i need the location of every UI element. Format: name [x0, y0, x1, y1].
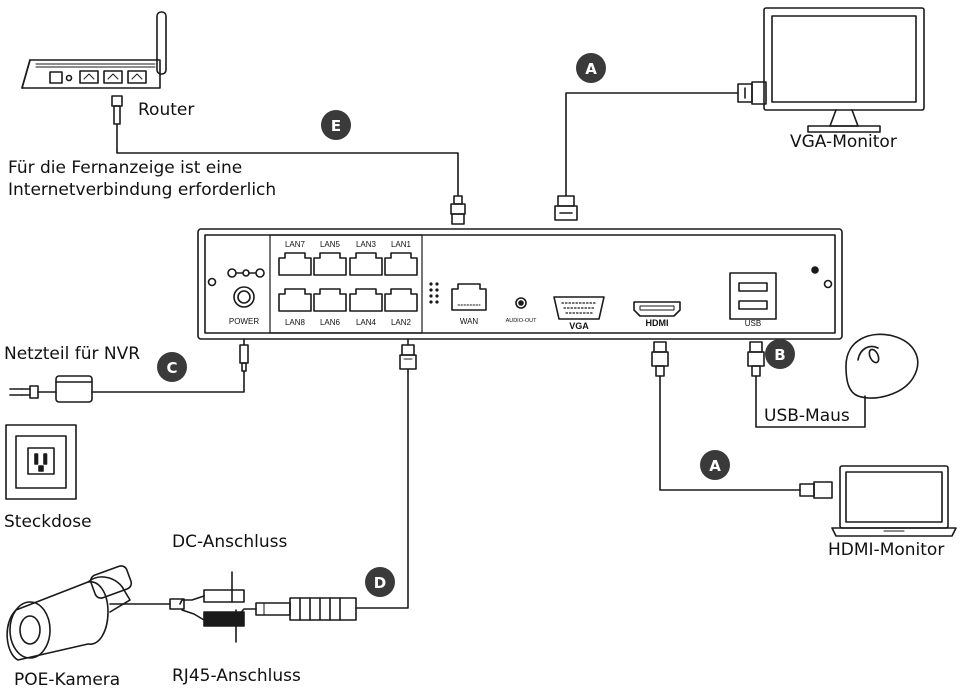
badge-vga-cable-letter: A [585, 60, 597, 78]
badge-vga-cable [576, 53, 606, 83]
badge-usb-letter: B [774, 346, 785, 364]
audio-out-label: AUDIO-OUT [506, 318, 538, 324]
hdmi-monitor-plug [799, 481, 833, 499]
router-cable-plug [450, 195, 466, 225]
badge-hdmi-cable-letter: A [709, 457, 721, 475]
usb-mouse-icon [845, 333, 919, 399]
vga-port-label: VGA [569, 321, 589, 331]
usb-cable-plug [747, 341, 765, 377]
badge-power [157, 352, 187, 382]
lan-label-bottom-0: LAN8 [285, 318, 306, 327]
hdmi-port [633, 301, 681, 317]
rj45-coupler [255, 597, 357, 621]
usb-cable [755, 375, 866, 428]
router-icon [21, 11, 167, 151]
usb-mouse-label: USB-Maus [764, 406, 850, 426]
lan-label-bottom-2: LAN4 [356, 318, 377, 327]
lan-label-top-2: LAN3 [356, 240, 377, 249]
badge-usb [765, 339, 795, 369]
power-supply-label: Netzteil für NVR [4, 344, 141, 364]
lan-port-top-1 [313, 252, 347, 276]
usb-port [729, 272, 777, 320]
vga-monitor-icon [737, 7, 925, 133]
dc-port-label: DC-Anschluss [172, 532, 288, 552]
hdmi-monitor-label: HDMI-Monitor [828, 540, 945, 560]
lan-port-bottom-3 [384, 288, 418, 312]
lan-port-top-2 [349, 252, 383, 276]
hdmi-monitor-icon [831, 465, 957, 537]
lan-port-bottom-0 [278, 288, 312, 312]
nvr-recorder [197, 228, 843, 340]
poe-camera-label: POE-Kamera [14, 670, 121, 690]
lan-port-top-3 [384, 252, 418, 276]
lan-label-top-3: LAN1 [391, 240, 412, 249]
lan-port-bottom-1 [313, 288, 347, 312]
camera-cable [355, 368, 409, 609]
audio-out-port [515, 297, 527, 309]
rj45-port-label: RJ45-Anschluss [172, 666, 301, 686]
outlet-label: Steckdose [4, 512, 92, 532]
indicator-leds [429, 282, 439, 304]
camera-pigtail [109, 571, 257, 643]
badge-router-letter: E [331, 117, 341, 135]
hdmi-cable [659, 375, 801, 491]
wan-port-label: WAN [460, 317, 479, 326]
remote-note-line1: Für die Fernanzeige ist eine [8, 158, 243, 178]
poe-camera-icon [6, 565, 133, 661]
router-label: Router [138, 100, 195, 120]
hdmi-cable-plug [651, 341, 669, 377]
badge-hdmi-cable [700, 450, 730, 480]
vga-monitor-label: VGA-Monitor [790, 132, 897, 152]
badge-camera-letter: D [374, 574, 386, 592]
badge-router [321, 110, 351, 140]
vga-cable-plug [554, 195, 578, 221]
lan-label-top-0: LAN7 [285, 240, 306, 249]
badge-power-letter: C [166, 359, 177, 377]
router-cable [116, 149, 459, 196]
lan-label-bottom-1: LAN6 [320, 318, 341, 327]
lan-ports [278, 252, 418, 312]
vga-port [553, 296, 605, 320]
badge-group [157, 53, 795, 597]
lan-port-top-0 [278, 252, 312, 276]
wan-port [451, 283, 487, 311]
remote-note-line2: Internetverbindung erforderlich [8, 180, 277, 200]
power-supply-icon [9, 338, 249, 403]
outlet-icon [5, 424, 77, 500]
lan-label-bottom-3: LAN2 [391, 318, 412, 327]
vga-cable [565, 92, 739, 196]
lan-port-bottom-2 [349, 288, 383, 312]
lan-label-top-1: LAN5 [320, 240, 341, 249]
hdmi-port-label: HDMI [646, 318, 669, 328]
usb-port-label: USB [745, 319, 761, 328]
lan-cable-plug [399, 344, 417, 370]
badge-camera [365, 567, 395, 597]
power-port-label: POWER [229, 317, 259, 326]
